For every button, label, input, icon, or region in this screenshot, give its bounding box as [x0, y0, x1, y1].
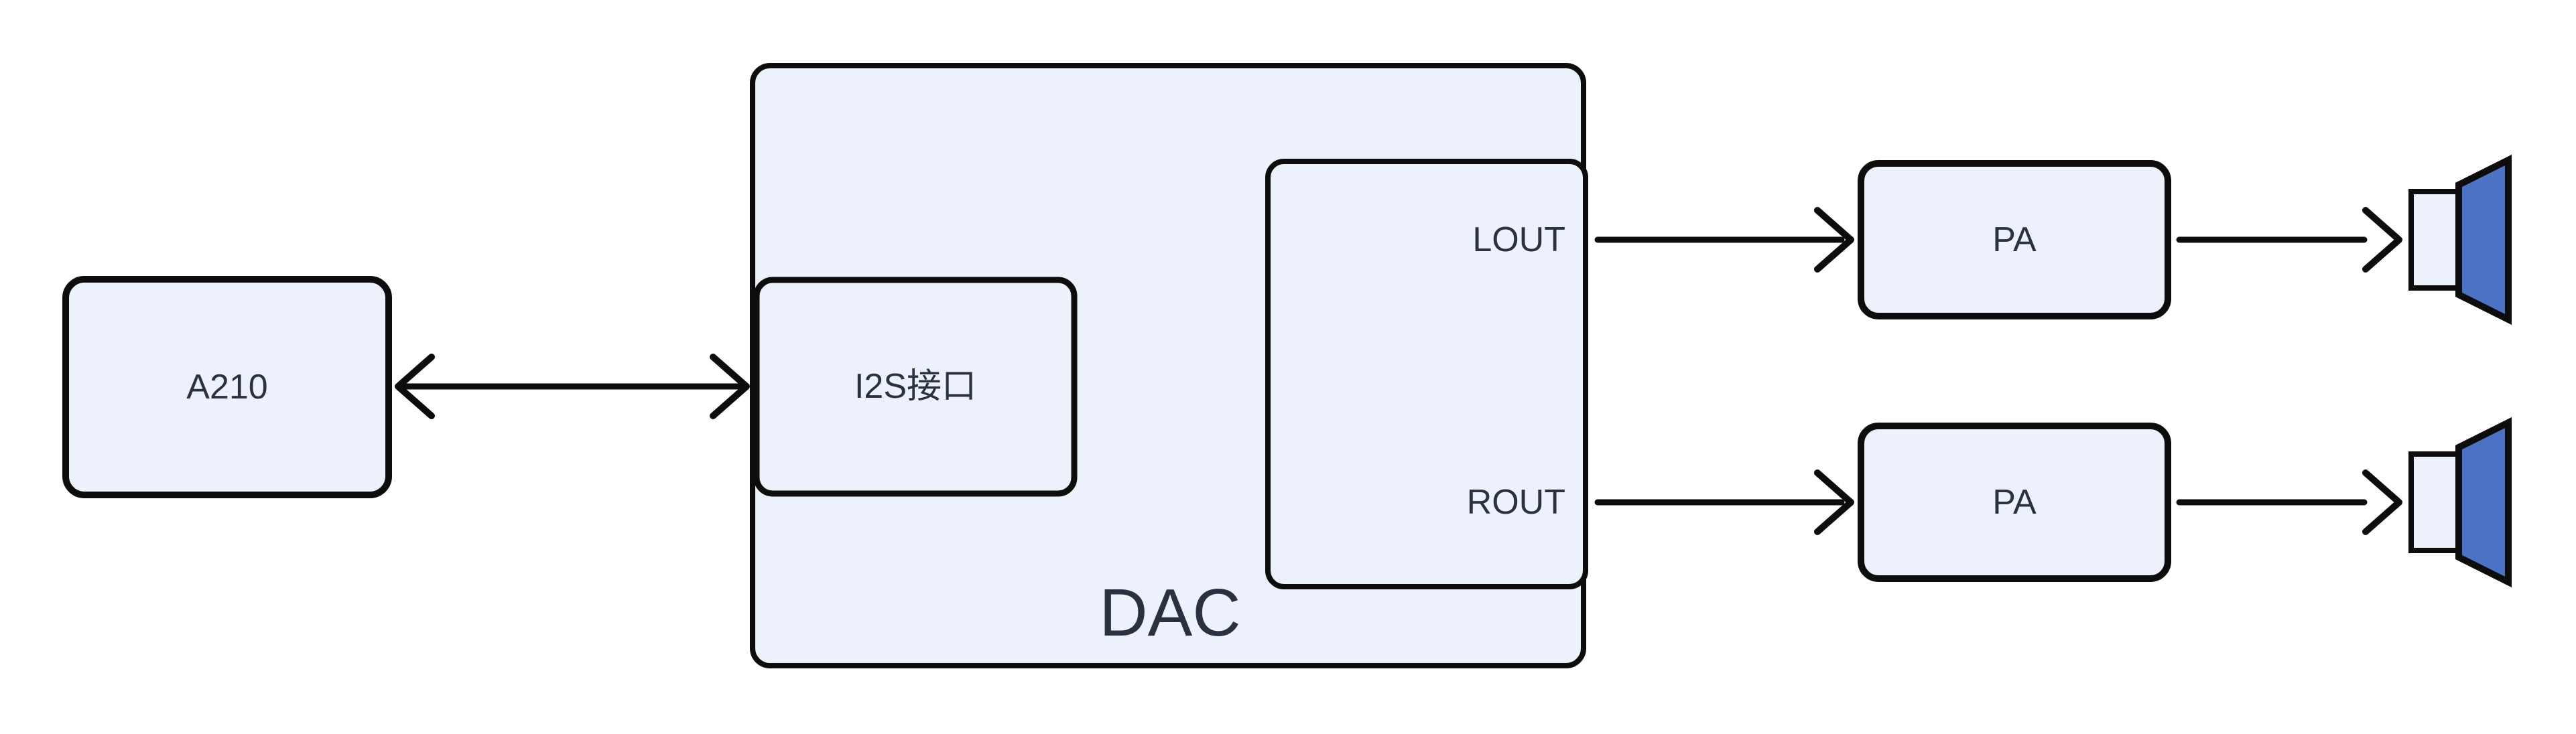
lout-label: LOUT — [1472, 220, 1565, 259]
arrow-lout-pa — [1594, 207, 1854, 273]
arrow-a210-dac-bidirectional — [395, 354, 750, 419]
arrowhead-right-icon — [2362, 469, 2402, 535]
speaker-icon-top — [2408, 154, 2512, 325]
arrowhead-right-icon — [710, 354, 750, 419]
a210-label: A210 — [186, 368, 267, 407]
rout-label: ROUT — [1467, 483, 1565, 522]
audio-output-box — [1265, 159, 1588, 589]
speaker-icon-bottom — [2408, 417, 2512, 588]
pa-label-bottom: PA — [1992, 483, 2037, 522]
arrowhead-right-icon — [1814, 469, 1854, 535]
arrow-pa-speaker-bottom — [2176, 469, 2402, 535]
arrowhead-left-icon — [395, 354, 435, 419]
arrow-rout-pa — [1594, 469, 1854, 535]
speaker-driver-rect — [2408, 189, 2461, 291]
dac-label: DAC — [1099, 575, 1240, 650]
a210-box — [62, 276, 392, 498]
speaker-cone — [2455, 154, 2512, 325]
speaker-cone — [2455, 417, 2512, 588]
pa-label-top: PA — [1992, 220, 2037, 259]
pa-box-bottom — [1858, 423, 2171, 582]
i2s-label: I2S接口 — [854, 367, 976, 406]
arrow-pa-speaker-top — [2176, 207, 2402, 273]
arrowhead-right-icon — [1814, 207, 1854, 273]
pa-box-top — [1858, 160, 2171, 319]
arrowhead-right-icon — [2362, 207, 2402, 273]
speaker-driver-rect — [2408, 451, 2461, 553]
i2s-box — [753, 277, 1078, 497]
